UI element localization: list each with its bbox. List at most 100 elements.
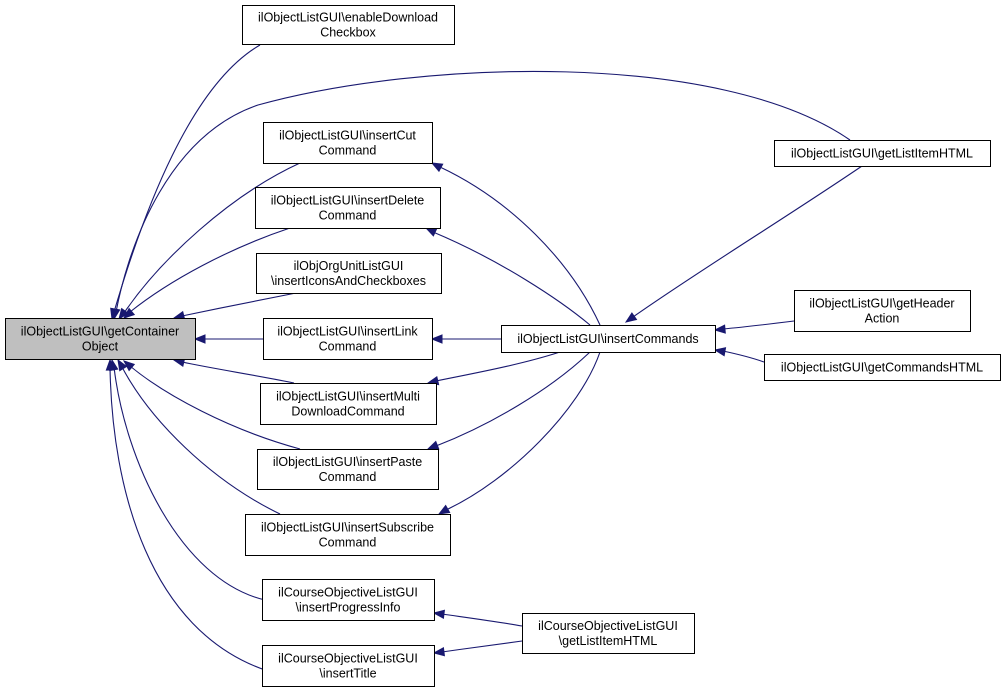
arrowhead-icon (122, 307, 136, 319)
node-label-line: ilObjectListGUI\insertLink (277, 325, 418, 339)
node-label-line: ilObjOrgUnitListGUI (294, 259, 404, 273)
edge-line (115, 70, 851, 313)
edge-insertSubscribe-to-root (117, 358, 281, 515)
arrowhead-icon (713, 347, 727, 357)
arrowhead-icon (713, 324, 726, 334)
node-orgUnit[interactable]: ilObjOrgUnitListGUI\insertIconsAndCheckb… (256, 253, 442, 294)
node-label-line: Command (319, 209, 377, 223)
node-box (764, 354, 1001, 381)
nodes-layer: ilObjectListGUI\getContainerObjectilObje… (5, 5, 1001, 687)
edge-courseListItem-to-courseProgress (432, 609, 523, 627)
node-label-line: Command (319, 340, 377, 354)
edge-line (722, 350, 765, 363)
arrowhead-icon (430, 334, 443, 344)
edges-layer (105, 44, 863, 671)
node-label-line: ilObjectListGUI\getListItemHTML (791, 147, 973, 161)
arrowhead-icon (430, 162, 444, 173)
edge-courseTitle-to-root (105, 358, 266, 671)
edge-line (113, 366, 266, 601)
edge-line (113, 44, 261, 313)
arrowhead-icon (117, 358, 128, 372)
node-label-line: ilCourseObjectiveListGUI (278, 586, 418, 600)
edge-line (181, 292, 297, 317)
edge-line (722, 320, 795, 330)
node-getCommandsHTML[interactable]: ilObjectListGUI\getCommandsHTML (764, 354, 1001, 381)
arrowhead-icon (624, 312, 638, 323)
node-insertCommands[interactable]: ilObjectListGUI\insertCommands (501, 325, 716, 353)
node-label-line: ilObjectListGUI\insertDelete (271, 194, 425, 208)
edge-courseProgress-to-root (109, 358, 266, 601)
node-box (522, 613, 695, 654)
node-label-line: DownloadCommand (291, 405, 404, 419)
arrowhead-icon (426, 440, 440, 450)
edge-insertDelete-to-root (122, 227, 291, 319)
node-label-line: Object (82, 340, 119, 354)
node-label-line: ilObjectListGUI\getContainer (21, 325, 179, 339)
edge-insertPaste-to-root (122, 360, 301, 450)
edge-orgUnit-to-root (172, 292, 297, 321)
node-label-line: Action (865, 312, 900, 326)
node-getListItemHTML[interactable]: ilObjectListGUI\getListItemHTML (774, 140, 991, 167)
edge-line (109, 366, 266, 671)
node-box (794, 290, 971, 332)
node-label-line: ilObjectListGUI\insertCommands (517, 332, 698, 346)
node-label-line: ilCourseObjectiveListGUI (538, 619, 678, 633)
node-box (260, 383, 437, 425)
edge-insertCommands-to-insertDelete (424, 227, 591, 326)
edge-enableDownload-to-root (110, 44, 261, 321)
node-label-line: \insertProgressInfo (296, 601, 401, 615)
node-insertMulti[interactable]: ilObjectListGUI\insertMultiDownloadComma… (260, 383, 437, 425)
node-label-line: ilObjectListGUI\insertCut (279, 129, 416, 143)
edge-line (439, 166, 601, 326)
node-label-line: Command (319, 470, 377, 484)
edge-line (129, 227, 291, 313)
edge-line (445, 351, 601, 511)
node-courseListItem[interactable]: ilCourseObjectiveListGUI\getListItemHTML (522, 613, 695, 654)
node-label-line: ilObjectListGUI\getHeader (809, 297, 954, 311)
node-label-line: ilObjectListGUI\insertPaste (273, 455, 422, 469)
node-box (262, 645, 435, 687)
node-box (263, 122, 433, 164)
edge-line (632, 165, 863, 318)
node-box (263, 318, 433, 360)
node-courseProgress[interactable]: ilCourseObjectiveListGUI\insertProgressI… (262, 579, 435, 621)
arrowhead-icon (432, 647, 445, 657)
edge-getHeaderAction-to-insertCommands (713, 320, 795, 334)
arrowhead-icon (424, 227, 438, 237)
arrowhead-icon (437, 504, 451, 515)
edge-insertCommands-to-insertCut (430, 162, 601, 326)
node-box (5, 318, 196, 360)
edge-line (435, 351, 591, 447)
node-label-line: Command (319, 144, 377, 158)
node-courseTitle[interactable]: ilCourseObjectiveListGUI\insertTitle (262, 645, 435, 687)
node-label-line: ilObjectListGUI\insertSubscribe (261, 521, 434, 535)
edge-getListItemHTML-to-root (111, 70, 851, 321)
edge-getCommandsHTML-to-insertCommands (713, 347, 765, 363)
node-label-line: Checkbox (320, 26, 376, 40)
node-box (255, 187, 441, 229)
arrowhead-icon (122, 360, 136, 372)
node-box (501, 325, 716, 353)
edge-line (123, 162, 301, 314)
edge-line (181, 361, 295, 384)
node-box (256, 253, 442, 294)
edge-insertCommands-to-insertMulti (426, 351, 561, 386)
edge-line (441, 613, 523, 627)
arrowhead-icon (432, 609, 445, 619)
node-label-line: ilObjectListGUI\enableDownload (258, 11, 438, 25)
edge-insertCommands-to-insertLink (430, 334, 501, 344)
node-label-line: \insertIconsAndCheckboxes (271, 274, 426, 288)
arrowhead-icon (105, 358, 116, 371)
edge-line (435, 351, 561, 382)
arrowhead-icon (118, 307, 130, 321)
arrowhead-icon (111, 307, 121, 321)
edge-getListItemHTML-to-insertCommands (624, 165, 863, 323)
